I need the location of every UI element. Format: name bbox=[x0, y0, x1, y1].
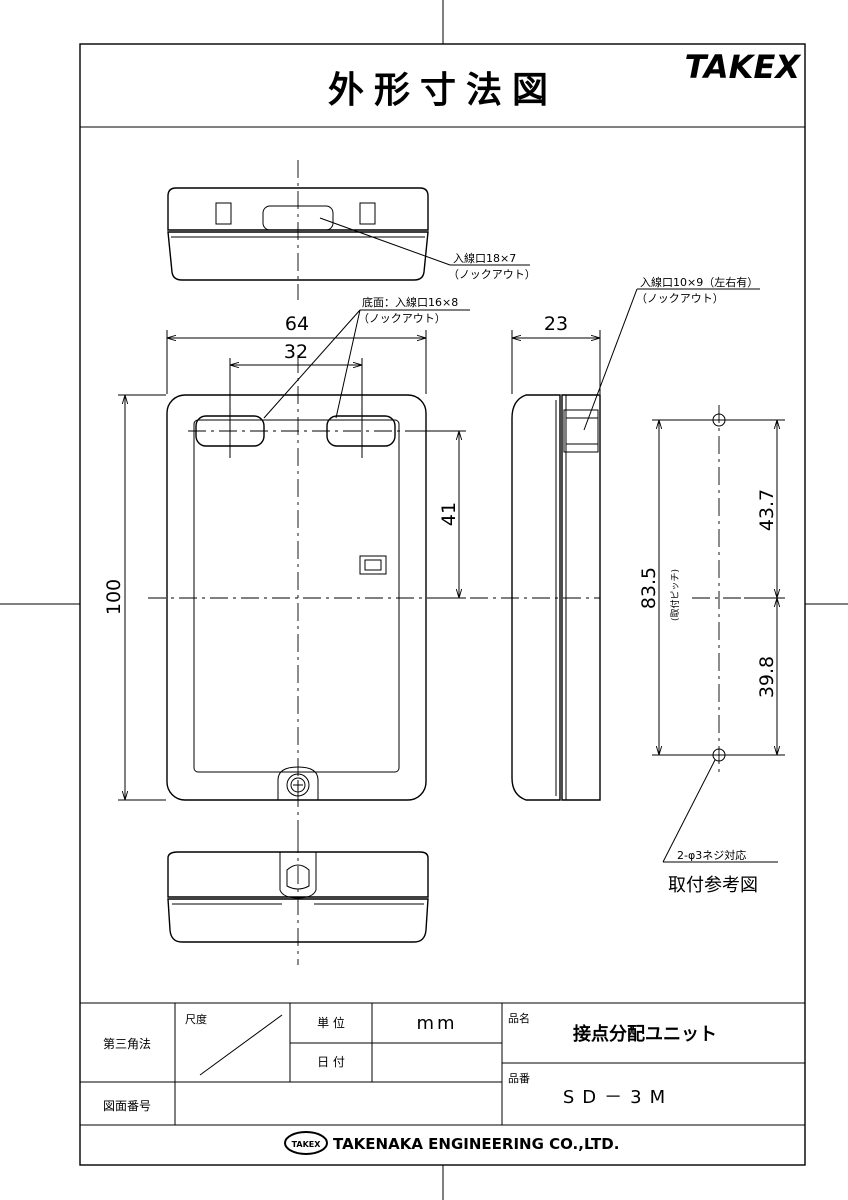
mount-reference-title: 取付参考図 bbox=[668, 875, 758, 896]
front-view bbox=[148, 355, 440, 835]
dim-upper: 43.7 bbox=[756, 489, 778, 531]
side-view bbox=[470, 394, 601, 801]
drawing-number-label: 図面番号 bbox=[103, 1099, 151, 1113]
product-number: SD－3M bbox=[563, 1087, 673, 1108]
note-side-knockout-2: （ノックアウト） bbox=[636, 292, 724, 305]
note-bottom-knockout-1: 底面：入線口16×8 bbox=[362, 295, 458, 309]
mount-pitch-note: (取付ピッチ) bbox=[670, 569, 681, 621]
bottom-view bbox=[167, 835, 429, 965]
dim-height: 100 bbox=[103, 579, 125, 615]
note-screw: 2-φ3ネジ対応 bbox=[677, 848, 746, 862]
note-top-knockout-2: （ノックアウト） bbox=[448, 268, 536, 281]
company-name: TAKENAKA ENGINEERING CO.,LTD. bbox=[333, 1135, 619, 1153]
note-top-knockout-1: 入線口18×7 bbox=[453, 251, 516, 265]
brand-logo: TAKEX bbox=[685, 48, 802, 86]
company-logo: TAKEX bbox=[284, 1131, 328, 1155]
dim-lower: 39.8 bbox=[756, 656, 778, 698]
side-dimensions bbox=[511, 288, 760, 431]
title-block bbox=[80, 1002, 805, 1126]
dim-width: 64 bbox=[285, 313, 309, 335]
unit-label: 単 位 bbox=[317, 1015, 345, 1030]
note-bottom-knockout-2: （ノックアウト） bbox=[358, 312, 446, 325]
scale-label: 尺度 bbox=[185, 1012, 207, 1026]
product-no-label: 品番 bbox=[508, 1072, 530, 1085]
unit-value: mm bbox=[416, 1013, 457, 1034]
top-knockout-leader bbox=[319, 217, 451, 266]
dim-depth: 23 bbox=[544, 313, 568, 335]
dim-knock-pitch: 32 bbox=[284, 341, 308, 363]
projection-method: 第三角法 bbox=[103, 1037, 151, 1051]
dim-knock-offset: 41 bbox=[438, 502, 460, 526]
product-name-label: 品名 bbox=[508, 1011, 530, 1025]
dim-pitch: 83.5 bbox=[638, 567, 660, 609]
front-dimensions bbox=[118, 309, 470, 801]
note-side-knockout-1: 入線口10×9（左右有） bbox=[640, 275, 758, 289]
date-label: 日 付 bbox=[317, 1055, 345, 1069]
drawing-frame bbox=[79, 43, 806, 1166]
svg-text:TAKEX: TAKEX bbox=[292, 1140, 322, 1149]
product-name: 接点分配ユニット bbox=[573, 1023, 717, 1045]
mounting-reference bbox=[652, 405, 785, 863]
top-view bbox=[167, 160, 429, 300]
page-title: 外形寸法図 bbox=[328, 70, 558, 111]
